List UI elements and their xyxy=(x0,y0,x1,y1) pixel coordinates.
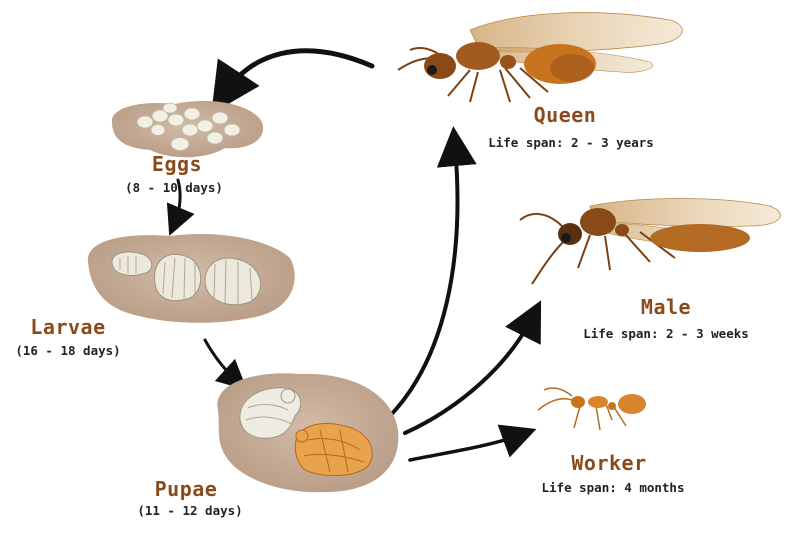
arrow-eggs-to-larvae xyxy=(166,178,195,236)
queen-ant-illustration xyxy=(397,12,683,103)
queen-lifespan: Life span: 2 - 3 years xyxy=(488,135,654,150)
arrow-pupae-to-worker xyxy=(408,424,537,462)
arrow-queen-to-eggs xyxy=(211,48,375,114)
eggs-illustration xyxy=(111,100,264,158)
cycle-arrows xyxy=(166,48,542,462)
worker-ant-illustration xyxy=(537,387,646,431)
worker-title: Worker xyxy=(571,451,647,475)
arrow-pupae-to-male xyxy=(403,300,542,435)
pupae-duration: (11 - 12 days) xyxy=(137,503,243,518)
eggs-duration: (8 - 10 days) xyxy=(125,180,223,195)
queen-title: Queen xyxy=(533,103,597,127)
worker-lifespan: Life span: 4 months xyxy=(541,480,685,495)
eggs-title: Eggs xyxy=(151,152,203,176)
pupae-illustration xyxy=(217,373,399,493)
pupae-title: Pupae xyxy=(154,477,218,501)
male-ant-illustration xyxy=(519,198,781,285)
larvae-title: Larvae xyxy=(30,315,106,339)
larvae-illustration xyxy=(87,234,295,323)
larvae-duration: (16 - 18 days) xyxy=(15,343,121,358)
male-lifespan: Life span: 2 - 3 weeks xyxy=(583,326,749,341)
arrow-pupae-to-queen xyxy=(386,126,477,420)
male-title: Male xyxy=(640,295,692,319)
arrow-larvae-to-pupae xyxy=(203,338,248,391)
orange-pupa xyxy=(294,423,373,477)
